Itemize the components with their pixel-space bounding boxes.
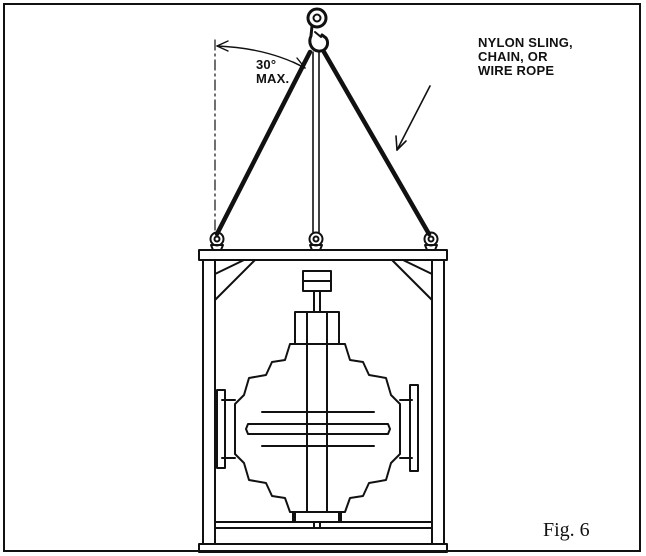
sling-callout-arrow	[395, 85, 431, 151]
angle-label: 30° MAX.	[256, 57, 290, 86]
lifting-eyes	[209, 231, 439, 251]
sling-label: NYLON SLING, CHAIN, OR WIRE ROPE	[478, 35, 573, 78]
lifting-frame	[198, 249, 448, 553]
figure-frame	[3, 3, 641, 552]
pump	[216, 270, 419, 529]
figure-caption: Fig. 6	[543, 519, 590, 541]
slings	[214, 49, 432, 237]
lifting-hook	[306, 7, 330, 53]
